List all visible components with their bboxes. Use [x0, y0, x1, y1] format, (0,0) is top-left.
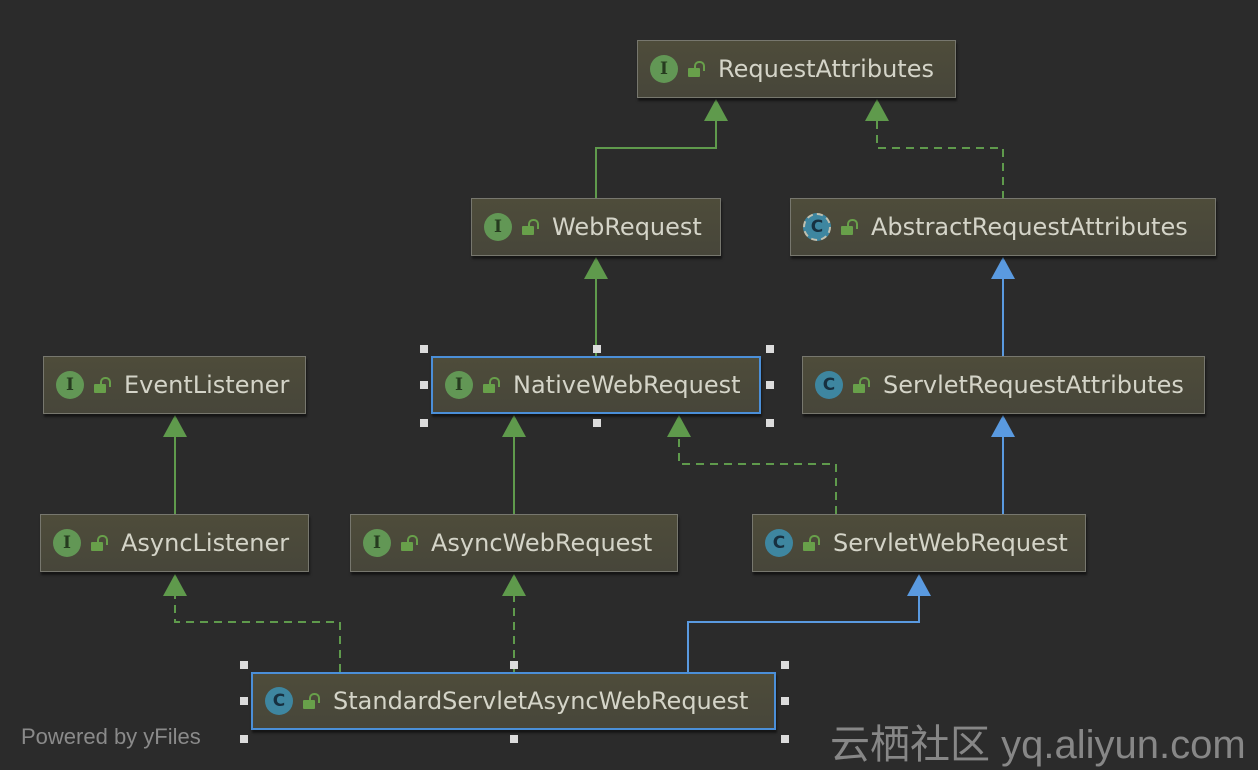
node-label: AsyncListener: [121, 529, 290, 557]
lock-icon: [841, 219, 855, 235]
lock-icon: [91, 535, 105, 551]
resize-handle[interactable]: [766, 345, 774, 353]
powered-by-footer: Powered by yFiles: [21, 724, 201, 749]
resize-handle[interactable]: [766, 419, 774, 427]
edge-servletwebrequest-nativewebrequest: [667, 415, 837, 514]
lock-icon: [853, 377, 867, 393]
node-event-listener[interactable]: I EventListener: [43, 356, 306, 414]
resize-handle[interactable]: [420, 381, 428, 389]
resize-handle[interactable]: [593, 419, 601, 427]
resize-handle[interactable]: [240, 735, 248, 743]
class-icon: C: [265, 687, 293, 715]
edge-abstractrequestattributes-requestattributes: [865, 99, 1004, 199]
node-label: RequestAttributes: [718, 55, 934, 83]
node-label: StandardServletAsyncWebRequest: [333, 687, 749, 715]
resize-handle[interactable]: [420, 345, 428, 353]
node-servlet-request-attributes[interactable]: C ServletRequestAttributes: [802, 356, 1205, 414]
edge-asynclistener-eventlistener: [163, 415, 187, 514]
node-label: AsyncWebRequest: [431, 529, 653, 557]
resize-handle[interactable]: [420, 419, 428, 427]
resize-handle[interactable]: [240, 697, 248, 705]
node-servlet-web-request[interactable]: C ServletWebRequest: [752, 514, 1086, 572]
node-label: AbstractRequestAttributes: [871, 213, 1188, 241]
interface-icon: I: [53, 529, 81, 557]
lock-icon: [803, 535, 817, 551]
edge-standardservletasyncwebrequest-asyncwebrequest: [502, 574, 526, 672]
node-native-web-request[interactable]: I NativeWebRequest: [431, 356, 761, 414]
resize-handle[interactable]: [593, 345, 601, 353]
interface-icon: I: [363, 529, 391, 557]
node-label: WebRequest: [552, 213, 702, 241]
edge-standardservletasyncwebrequest-servletwebrequest: [687, 574, 931, 672]
interface-icon: I: [56, 371, 84, 399]
lock-icon: [688, 61, 702, 77]
resize-handle[interactable]: [510, 735, 518, 743]
edge-asyncwebrequest-nativewebrequest: [502, 415, 526, 514]
edge-servletrequestattributes-abstractrequestattributes: [991, 257, 1015, 356]
node-async-listener[interactable]: I AsyncListener: [40, 514, 309, 572]
node-async-web-request[interactable]: I AsyncWebRequest: [350, 514, 678, 572]
class-icon: C: [765, 529, 793, 557]
node-label: ServletWebRequest: [833, 529, 1068, 557]
node-label: NativeWebRequest: [513, 371, 741, 399]
edge-servletwebrequest-servletrequestattributes: [991, 415, 1015, 514]
interface-icon: I: [445, 371, 473, 399]
lock-icon: [483, 377, 497, 393]
node-label: ServletRequestAttributes: [883, 371, 1184, 399]
resize-handle[interactable]: [510, 661, 518, 669]
lock-icon: [522, 219, 536, 235]
edge-webrequest-requestattributes: [595, 99, 728, 199]
lock-icon: [94, 377, 108, 393]
abstract-class-icon: C: [803, 213, 831, 241]
node-standard-servlet-async-web-request[interactable]: C StandardServletAsyncWebRequest: [251, 672, 776, 730]
node-web-request[interactable]: I WebRequest: [471, 198, 721, 256]
edge-standardservletasyncwebrequest-asynclistener: [163, 574, 341, 672]
lock-icon: [401, 535, 415, 551]
watermark-text: 云栖社区 yq.aliyun.com: [830, 723, 1246, 767]
edge-nativewebrequest-webrequest: [584, 257, 608, 356]
node-label: EventListener: [124, 371, 290, 399]
interface-icon: I: [650, 55, 678, 83]
node-abstract-request-attributes[interactable]: C AbstractRequestAttributes: [790, 198, 1216, 256]
class-icon: C: [815, 371, 843, 399]
interface-icon: I: [484, 213, 512, 241]
resize-handle[interactable]: [781, 661, 789, 669]
resize-handle[interactable]: [240, 661, 248, 669]
lock-icon: [303, 693, 317, 709]
resize-handle[interactable]: [781, 697, 789, 705]
resize-handle[interactable]: [781, 735, 789, 743]
resize-handle[interactable]: [766, 381, 774, 389]
node-request-attributes[interactable]: I RequestAttributes: [637, 40, 956, 98]
